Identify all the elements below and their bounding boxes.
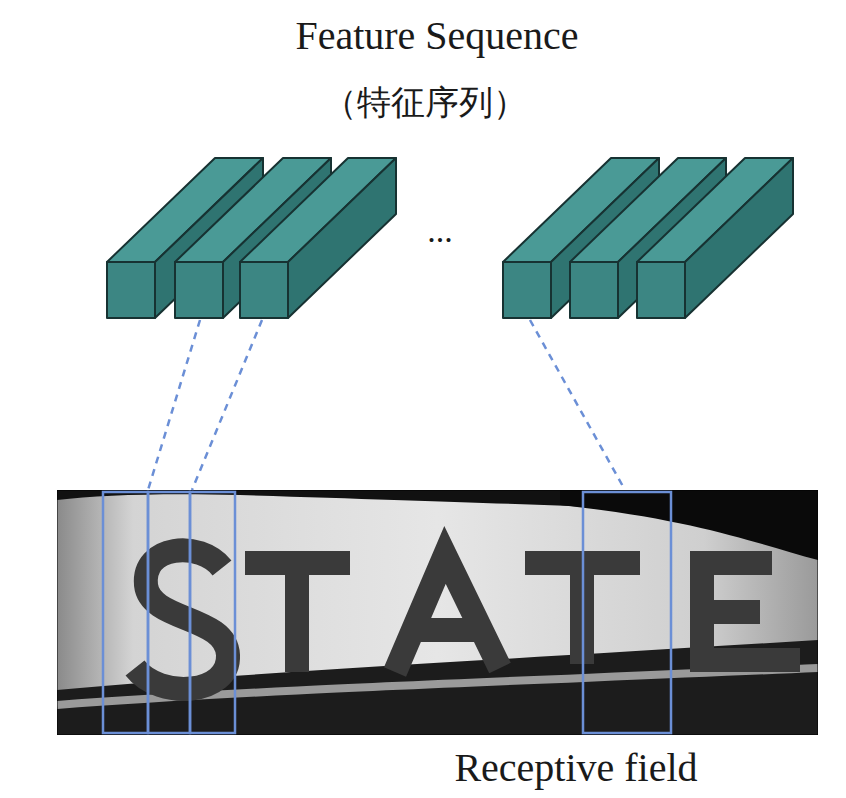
feature-bar-face <box>503 262 551 318</box>
subtitle: （特征序列） <box>323 84 527 121</box>
feature-bar-face <box>637 262 685 318</box>
dashed-leaders <box>148 320 625 490</box>
feature-bar-face <box>288 158 396 318</box>
feature-bar-face <box>570 262 618 318</box>
photo <box>57 490 818 735</box>
receptive-field-boxes <box>103 492 671 733</box>
feature-bar-face <box>107 262 155 318</box>
ellipsis: ... <box>427 212 453 249</box>
feature-bar-face <box>240 262 288 318</box>
feature-bar-face <box>175 262 223 318</box>
feature-bars <box>107 158 793 318</box>
title: Feature Sequence <box>295 14 578 58</box>
caption-label: Receptive field <box>454 746 697 790</box>
feature-bar-face <box>685 158 793 318</box>
